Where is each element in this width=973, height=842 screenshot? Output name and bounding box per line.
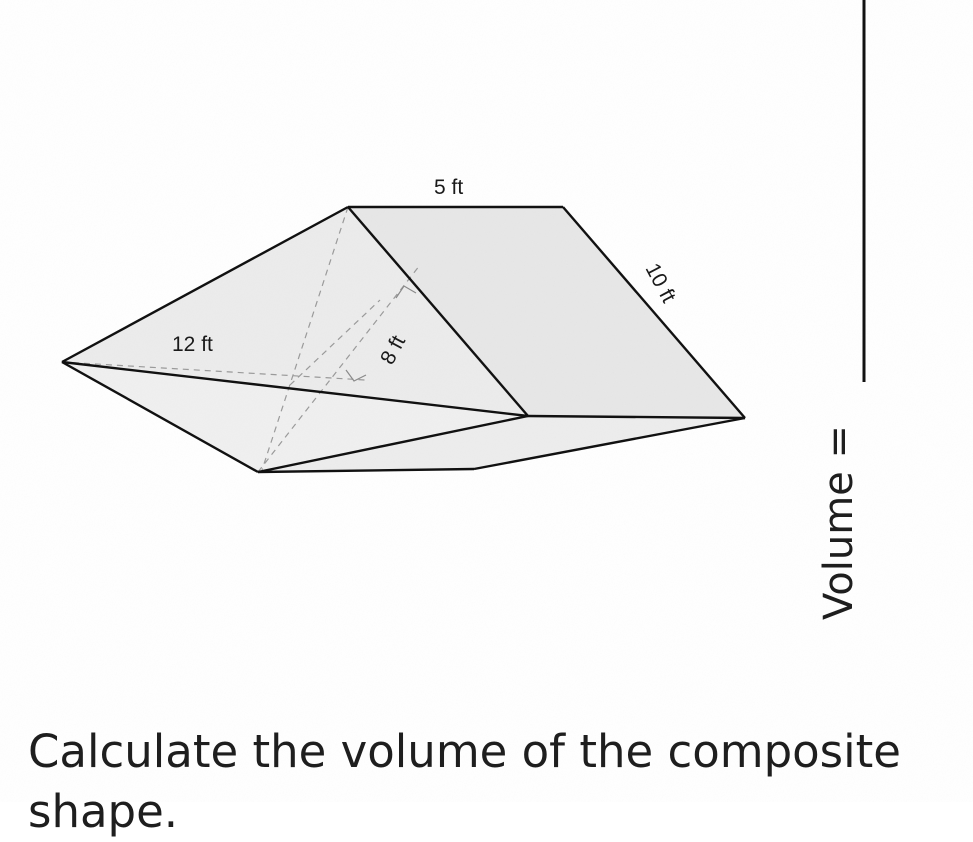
edge-apex-top	[61, 205, 349, 364]
edge-bottom-right	[473, 416, 746, 471]
edge-apex-bottom	[61, 360, 259, 474]
hidden-lines	[61, 206, 421, 473]
hidden-edge-1	[261, 206, 349, 471]
volume-prompt: Volume =	[816, 425, 862, 620]
edge-front-diagonal	[347, 206, 529, 417]
right-angle-mark-bottom	[345, 369, 367, 382]
visible-edges	[61, 205, 746, 474]
right-angle-marks	[345, 285, 417, 382]
label-pyramid-base: 12 ft	[172, 333, 213, 356]
label-top-edge: 5 ft	[434, 176, 463, 199]
question-text: Calculate the volume of the composite sh…	[28, 725, 901, 838]
edge-apex-front	[61, 360, 529, 418]
composite-shape-diagram: 5 ft 12 ft 8 ft 10 ft Volume =	[0, 0, 973, 802]
height-line	[289, 299, 381, 386]
edge-front-bottom	[527, 414, 746, 420]
edge-bottom-back	[257, 467, 475, 474]
edge-bottom-front	[257, 414, 529, 474]
right-angle-mark-top	[395, 285, 417, 299]
edge-slant-10ft	[562, 206, 746, 419]
shape-faces	[0, 0, 973, 802]
